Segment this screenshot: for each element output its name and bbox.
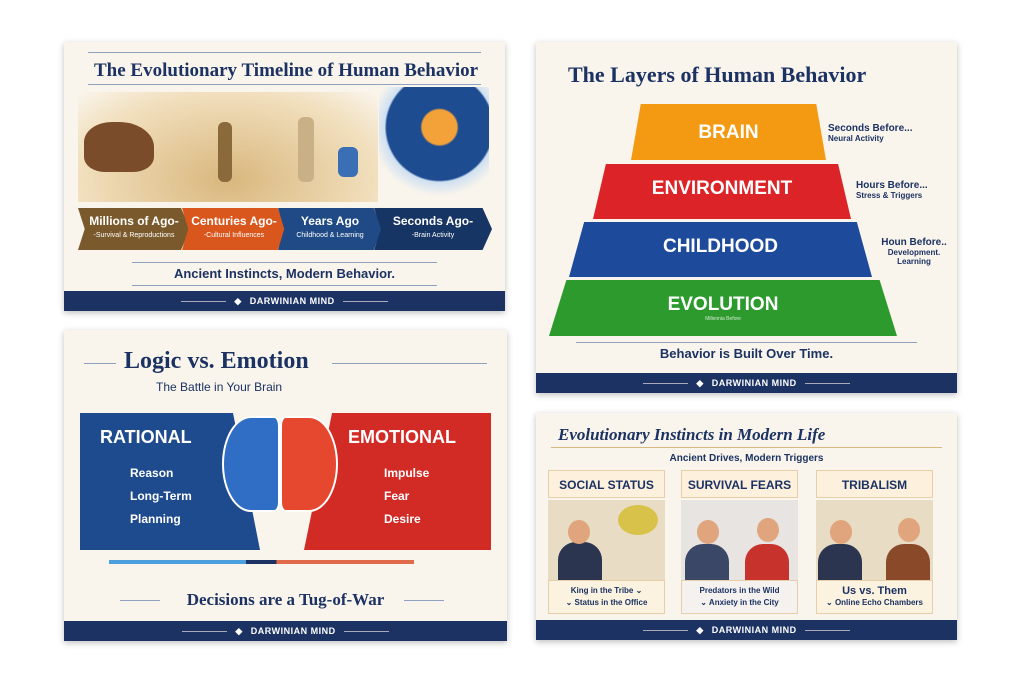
- brand-name: DARWINIAN MIND: [711, 378, 797, 388]
- layer-label: Houn Before..Development. Learning: [881, 237, 947, 266]
- panel-subtitle: Ancient Drives, Modern Triggers: [669, 453, 824, 464]
- layer-childhood: CHILDHOOD: [569, 222, 872, 277]
- early-human-icon: [298, 117, 314, 182]
- tug-of-war-rope: [109, 560, 414, 564]
- layer-label: Seconds Before...Neural Activity: [828, 123, 913, 143]
- brand-footer: ◆ DARWINIAN MIND: [536, 620, 957, 640]
- panel-subtitle: The Battle in Your Brain: [156, 380, 283, 394]
- brand-name: DARWINIAN MIND: [249, 296, 335, 306]
- layer-label: Hours Before...Stress & Triggers: [856, 180, 928, 200]
- brand-footer: ◆ DARWINIAN MIND: [64, 291, 505, 311]
- layer-environment: ENVIRONMENT: [593, 164, 851, 219]
- logic-emotion-panel: Logic vs. Emotion The Battle in Your Bra…: [64, 330, 507, 641]
- layer-brain: BRAIN: [631, 104, 826, 160]
- panel-title: Logic vs. Emotion: [124, 348, 309, 374]
- early-human-icon: [218, 122, 232, 182]
- brand-name: DARWINIAN MIND: [250, 626, 336, 636]
- arguing-men-illustration: [816, 500, 933, 580]
- tagline: Behavior is Built Over Time.: [659, 346, 834, 361]
- child-icon: [338, 147, 358, 177]
- panel-title: The Evolutionary Timeline of Human Behav…: [94, 60, 479, 81]
- evolution-illustration: [78, 92, 378, 202]
- brain-icon: [222, 416, 338, 516]
- brain-head-icon: [379, 87, 489, 202]
- instinct-card: SOCIAL STATUS King in the Tribe ⌄⌄ Statu…: [548, 470, 665, 618]
- layers-panel: The Layers of Human Behavior BRAIN ENVIR…: [536, 42, 957, 393]
- timeline-panel: The Evolutionary Timeline of Human Behav…: [64, 42, 505, 311]
- timeline-stage: Seconds Ago--Brain Activity: [374, 208, 492, 250]
- panel-title: Evolutionary Instincts in Modern Life: [558, 425, 826, 444]
- logo-icon: ◆: [696, 624, 704, 635]
- instinct-card: SURVIVAL FEARS Predators in the Wild⌄ An…: [681, 470, 798, 618]
- office-man-illustration: [548, 500, 665, 580]
- logo-icon: ◆: [235, 625, 243, 636]
- mammoth-icon: [84, 122, 154, 172]
- instincts-panel: Evolutionary Instincts in Modern Life An…: [536, 413, 957, 640]
- tagline: Ancient Instincts, Modern Behavior.: [173, 266, 396, 281]
- instinct-card: TRIBALISM Us vs. Them⌄ Online Echo Chamb…: [816, 470, 933, 618]
- brand-footer: ◆ DARWINIAN MIND: [536, 373, 957, 393]
- panel-title: The Layers of Human Behavior: [568, 62, 867, 87]
- women-talking-illustration: [681, 500, 798, 580]
- logo-icon: ◆: [696, 377, 704, 388]
- timeline-stage: Centuries Ago--Cultural Influences: [182, 208, 286, 250]
- timeline-stage: Millions of Ago--Survival & Reproduction…: [78, 208, 190, 250]
- brand-footer: ◆ DARWINIAN MIND: [64, 621, 507, 641]
- tagline: Decisions are a Tug-of-War: [186, 590, 385, 609]
- brand-name: DARWINIAN MIND: [711, 625, 797, 635]
- logo-icon: ◆: [234, 295, 242, 306]
